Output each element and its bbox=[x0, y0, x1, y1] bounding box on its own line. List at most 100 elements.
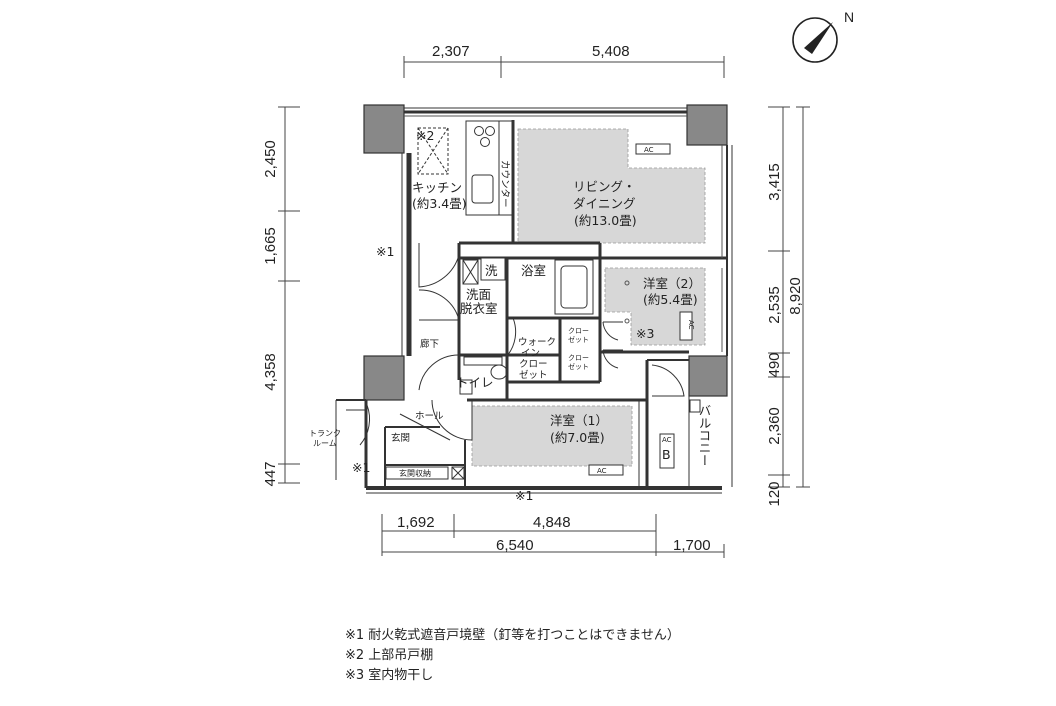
door-bedroom1 bbox=[431, 399, 473, 441]
column-mid-right bbox=[688, 355, 728, 397]
drying-hook-icon bbox=[624, 280, 630, 286]
dim-bottom-4: 1,700 bbox=[673, 537, 711, 554]
mark-1-left: ※1 bbox=[376, 244, 394, 259]
dim-left-2: 1,665 bbox=[262, 227, 279, 265]
entrance-storage-label: 玄関収納 bbox=[399, 468, 431, 478]
compass-north-label: N bbox=[844, 9, 854, 25]
hall-label: ホール bbox=[415, 411, 444, 422]
ac-unit-living bbox=[635, 143, 671, 155]
living-label-1: リビング・ bbox=[573, 179, 636, 194]
column-top-left bbox=[363, 104, 405, 154]
door-trunk bbox=[359, 404, 371, 446]
kitchen-label: キッチン bbox=[412, 180, 462, 195]
kitchen-area: (約3.4畳) bbox=[412, 196, 467, 211]
toilet-label: トイレ bbox=[456, 375, 494, 390]
living-area: (約13.0畳) bbox=[574, 213, 637, 228]
top-dimension bbox=[403, 56, 725, 78]
walkin-label-1: ウォーク bbox=[518, 337, 556, 348]
b-box bbox=[659, 433, 675, 469]
windows bbox=[404, 115, 723, 352]
notes: ※1 耐火乾式遮音戸境壁（釘等を打つことはできません） ※2 上部吊戸棚 ※3 … bbox=[345, 626, 680, 686]
washroom-label-2: 脱衣室 bbox=[460, 301, 498, 316]
closet2-label-2: ゼット bbox=[568, 362, 589, 371]
counter-label: カウンター bbox=[499, 160, 510, 208]
compass-needle-icon bbox=[804, 22, 833, 54]
door-closet-1 bbox=[602, 321, 623, 341]
entrance-storage-box bbox=[385, 466, 449, 480]
stove-burner-icon bbox=[480, 137, 490, 147]
dim-right-2: 2,535 bbox=[766, 286, 783, 324]
stove-burner-icon bbox=[485, 126, 495, 136]
dim-top-1: 2,307 bbox=[432, 43, 470, 60]
upper-cabinet bbox=[417, 127, 449, 175]
dim-left-1: 2,450 bbox=[262, 140, 279, 178]
columns bbox=[363, 104, 728, 401]
ac-label-bedroom2: AC bbox=[687, 320, 695, 330]
equipment bbox=[385, 143, 701, 480]
drying-hook-icon bbox=[624, 318, 630, 324]
entrance-label: 玄関 bbox=[391, 432, 410, 444]
toilet-bowl-icon bbox=[490, 364, 508, 380]
living-label-2: ダイニング bbox=[573, 196, 636, 211]
column-top-right bbox=[686, 104, 728, 146]
bath-fixtures bbox=[462, 257, 594, 315]
note-1: ※1 耐火乾式遮音戸境壁（釘等を打つことはできません） bbox=[345, 628, 680, 643]
note-2: ※2 上部吊戸棚 bbox=[345, 648, 434, 663]
washer-box bbox=[480, 257, 506, 281]
corridor-label: 廊下 bbox=[420, 338, 439, 350]
closet2-label-1: クロー bbox=[568, 354, 589, 362]
dim-right-5: 120 bbox=[766, 481, 783, 506]
washroom-label-1: 洗面 bbox=[466, 287, 491, 302]
toilet-fixtures bbox=[459, 356, 508, 395]
drying-hooks bbox=[624, 280, 630, 324]
right-dimension bbox=[768, 106, 810, 488]
ac-label-bedroom1: AC bbox=[597, 467, 607, 475]
kitchen-fixtures bbox=[417, 120, 513, 216]
dim-top-2: 5,408 bbox=[592, 43, 630, 60]
door-bathroom bbox=[506, 317, 517, 357]
ac-label-b: AC bbox=[662, 436, 672, 444]
bottom-dimension bbox=[381, 514, 725, 558]
mark-2: ※2 bbox=[416, 128, 434, 143]
walkin-label-3: クロー bbox=[519, 359, 548, 370]
walkin-label-4: ゼット bbox=[519, 369, 548, 381]
mark-1-bottom: ※1 bbox=[515, 488, 533, 503]
dim-right-3: 490 bbox=[766, 352, 783, 377]
bedroom1-area: (約7.0畳) bbox=[550, 430, 605, 445]
dim-bottom-1: 1,692 bbox=[397, 514, 435, 531]
bath-label: 浴室 bbox=[521, 263, 546, 278]
toilet-tank bbox=[463, 356, 503, 366]
ac-unit-bedroom2 bbox=[679, 311, 693, 341]
trunk-label-1: トランク bbox=[309, 429, 341, 438]
bedroom1-fill bbox=[471, 405, 633, 467]
walls bbox=[335, 107, 733, 494]
door-balcony bbox=[651, 364, 685, 397]
dim-right-4: 2,360 bbox=[766, 407, 783, 445]
note-3: ※3 室内物干し bbox=[345, 668, 434, 683]
mark-3: ※3 bbox=[636, 326, 654, 341]
washbasin-icon bbox=[462, 259, 479, 285]
dim-left-4: 447 bbox=[262, 461, 279, 486]
balcony-label: バルコニー bbox=[697, 404, 712, 467]
left-dimension bbox=[278, 106, 300, 484]
door-corridor-top bbox=[418, 243, 460, 288]
trunk-label-2: ルーム bbox=[313, 439, 337, 448]
dim-right-total: 8,920 bbox=[787, 277, 804, 315]
door-washroom bbox=[418, 289, 460, 321]
bedroom2-area: (約5.4畳) bbox=[643, 292, 698, 307]
balcony-fixture-icon bbox=[689, 399, 701, 413]
bathtub-icon bbox=[554, 259, 594, 315]
door-toilet bbox=[418, 354, 460, 391]
ac-label-living: AC bbox=[644, 146, 654, 154]
bathtub-inner bbox=[560, 265, 588, 309]
b-box-label: B bbox=[662, 447, 671, 462]
kitchen-sink-icon bbox=[471, 174, 494, 204]
mark-1-entrance: ※1 bbox=[352, 460, 370, 475]
kitchen-counter bbox=[465, 120, 500, 216]
walkin-label-2: イン bbox=[521, 348, 540, 359]
closet1-label-2: ゼット bbox=[568, 335, 589, 344]
dim-bottom-2: 4,848 bbox=[533, 514, 571, 531]
column-mid-left bbox=[363, 355, 405, 401]
dim-right-1: 3,415 bbox=[766, 163, 783, 201]
dim-bottom-3: 6,540 bbox=[496, 537, 534, 554]
